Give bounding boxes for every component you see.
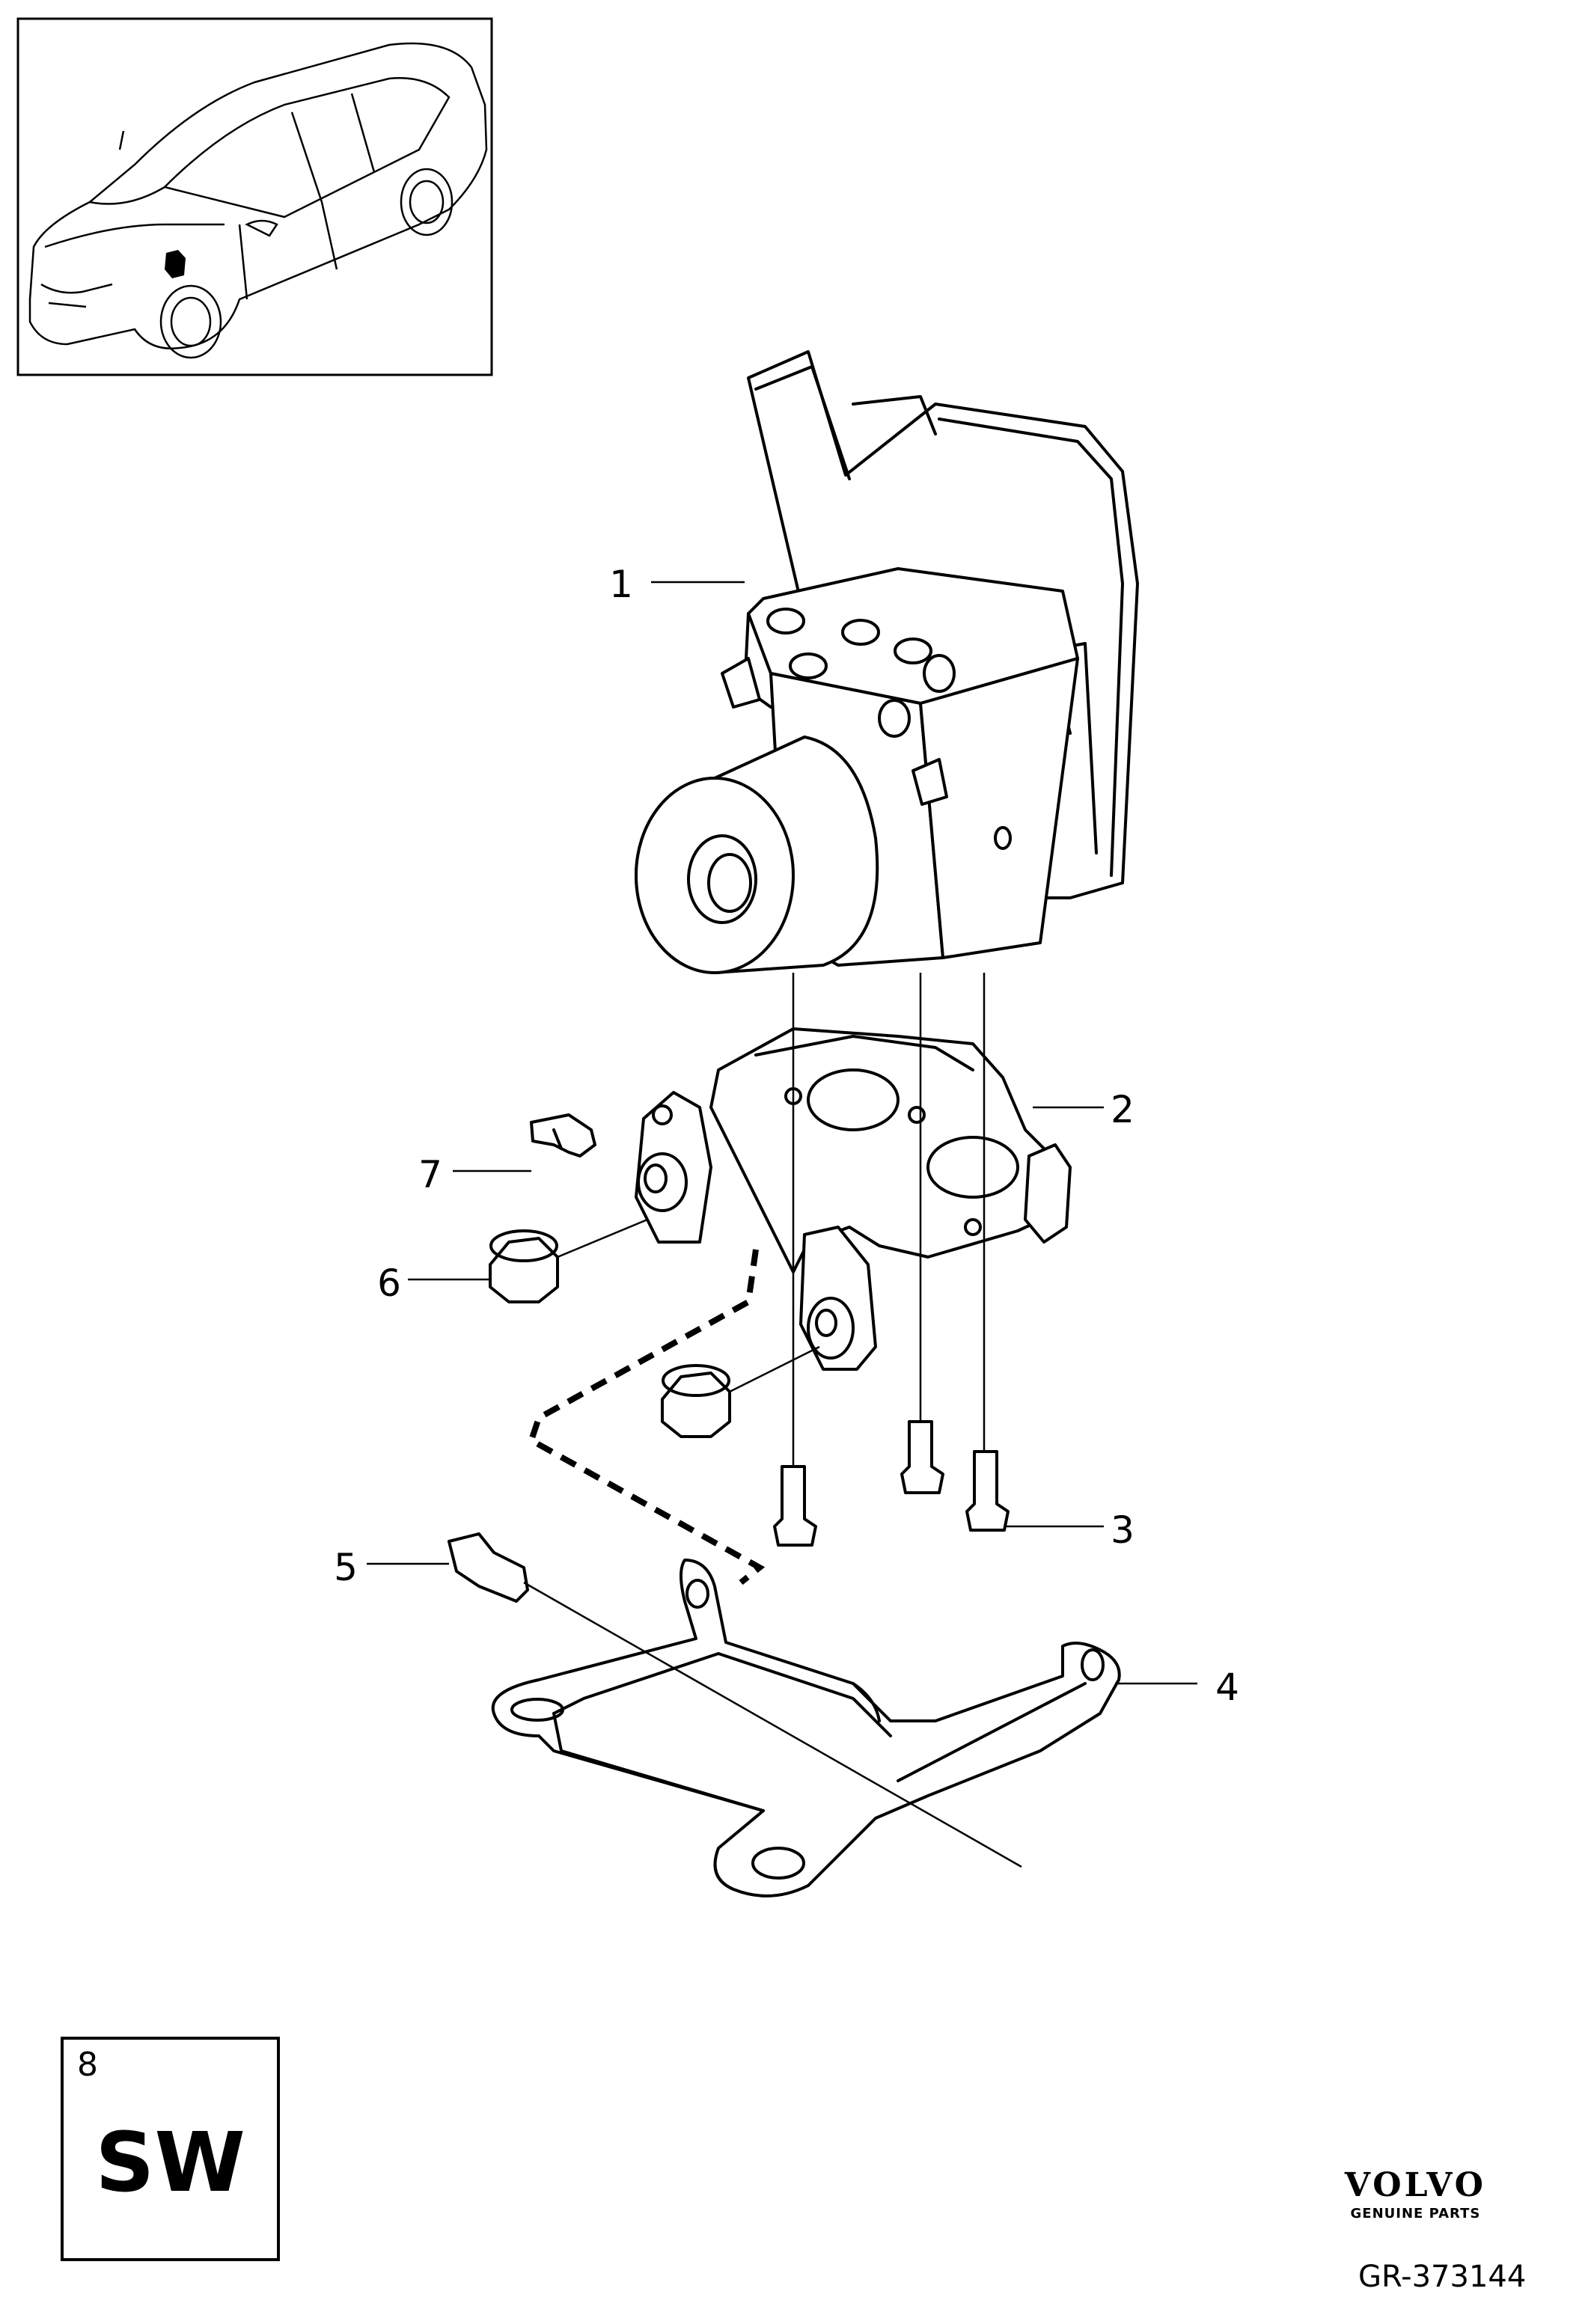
- callout-1: 1: [609, 563, 633, 606]
- brand-tagline: GENUINE PARTS: [1350, 2206, 1481, 2221]
- volvo-logo: VOLVO GENUINE PARTS: [1345, 2166, 1486, 2221]
- section-code: SW: [95, 2114, 245, 2210]
- callout-2: 2: [1111, 1088, 1135, 1131]
- flange-nut-second: [661, 1364, 731, 1438]
- upper-mounting-bracket: [635, 1027, 1072, 1371]
- clip-7: [530, 1113, 596, 1158]
- dashed-assembly-line: [528, 1249, 766, 1585]
- abs-modulator-unit: [635, 350, 1139, 974]
- section-number: 8: [77, 2046, 98, 2084]
- brand-name: VOLVO: [1344, 2166, 1486, 2204]
- callout-7: 7: [418, 1153, 442, 1196]
- vehicle-locator-thumbnail: [16, 17, 493, 376]
- bolt-5: [448, 1532, 529, 1603]
- diagram-reference-number: GR-373144: [1358, 2260, 1527, 2294]
- callout-4: 4: [1215, 1666, 1239, 1709]
- callout-5: 5: [334, 1546, 358, 1589]
- callout-3: 3: [1111, 1508, 1135, 1552]
- assembly-lines: [523, 973, 1022, 1868]
- screws-3: [773, 1420, 1010, 1547]
- section-code-box: 8 SW: [61, 2037, 280, 2261]
- lower-mounting-bracket: [491, 1559, 1121, 1898]
- leader-lines: [367, 581, 1197, 1685]
- flange-nut-6: [489, 1229, 559, 1303]
- callout-6: 6: [377, 1262, 401, 1305]
